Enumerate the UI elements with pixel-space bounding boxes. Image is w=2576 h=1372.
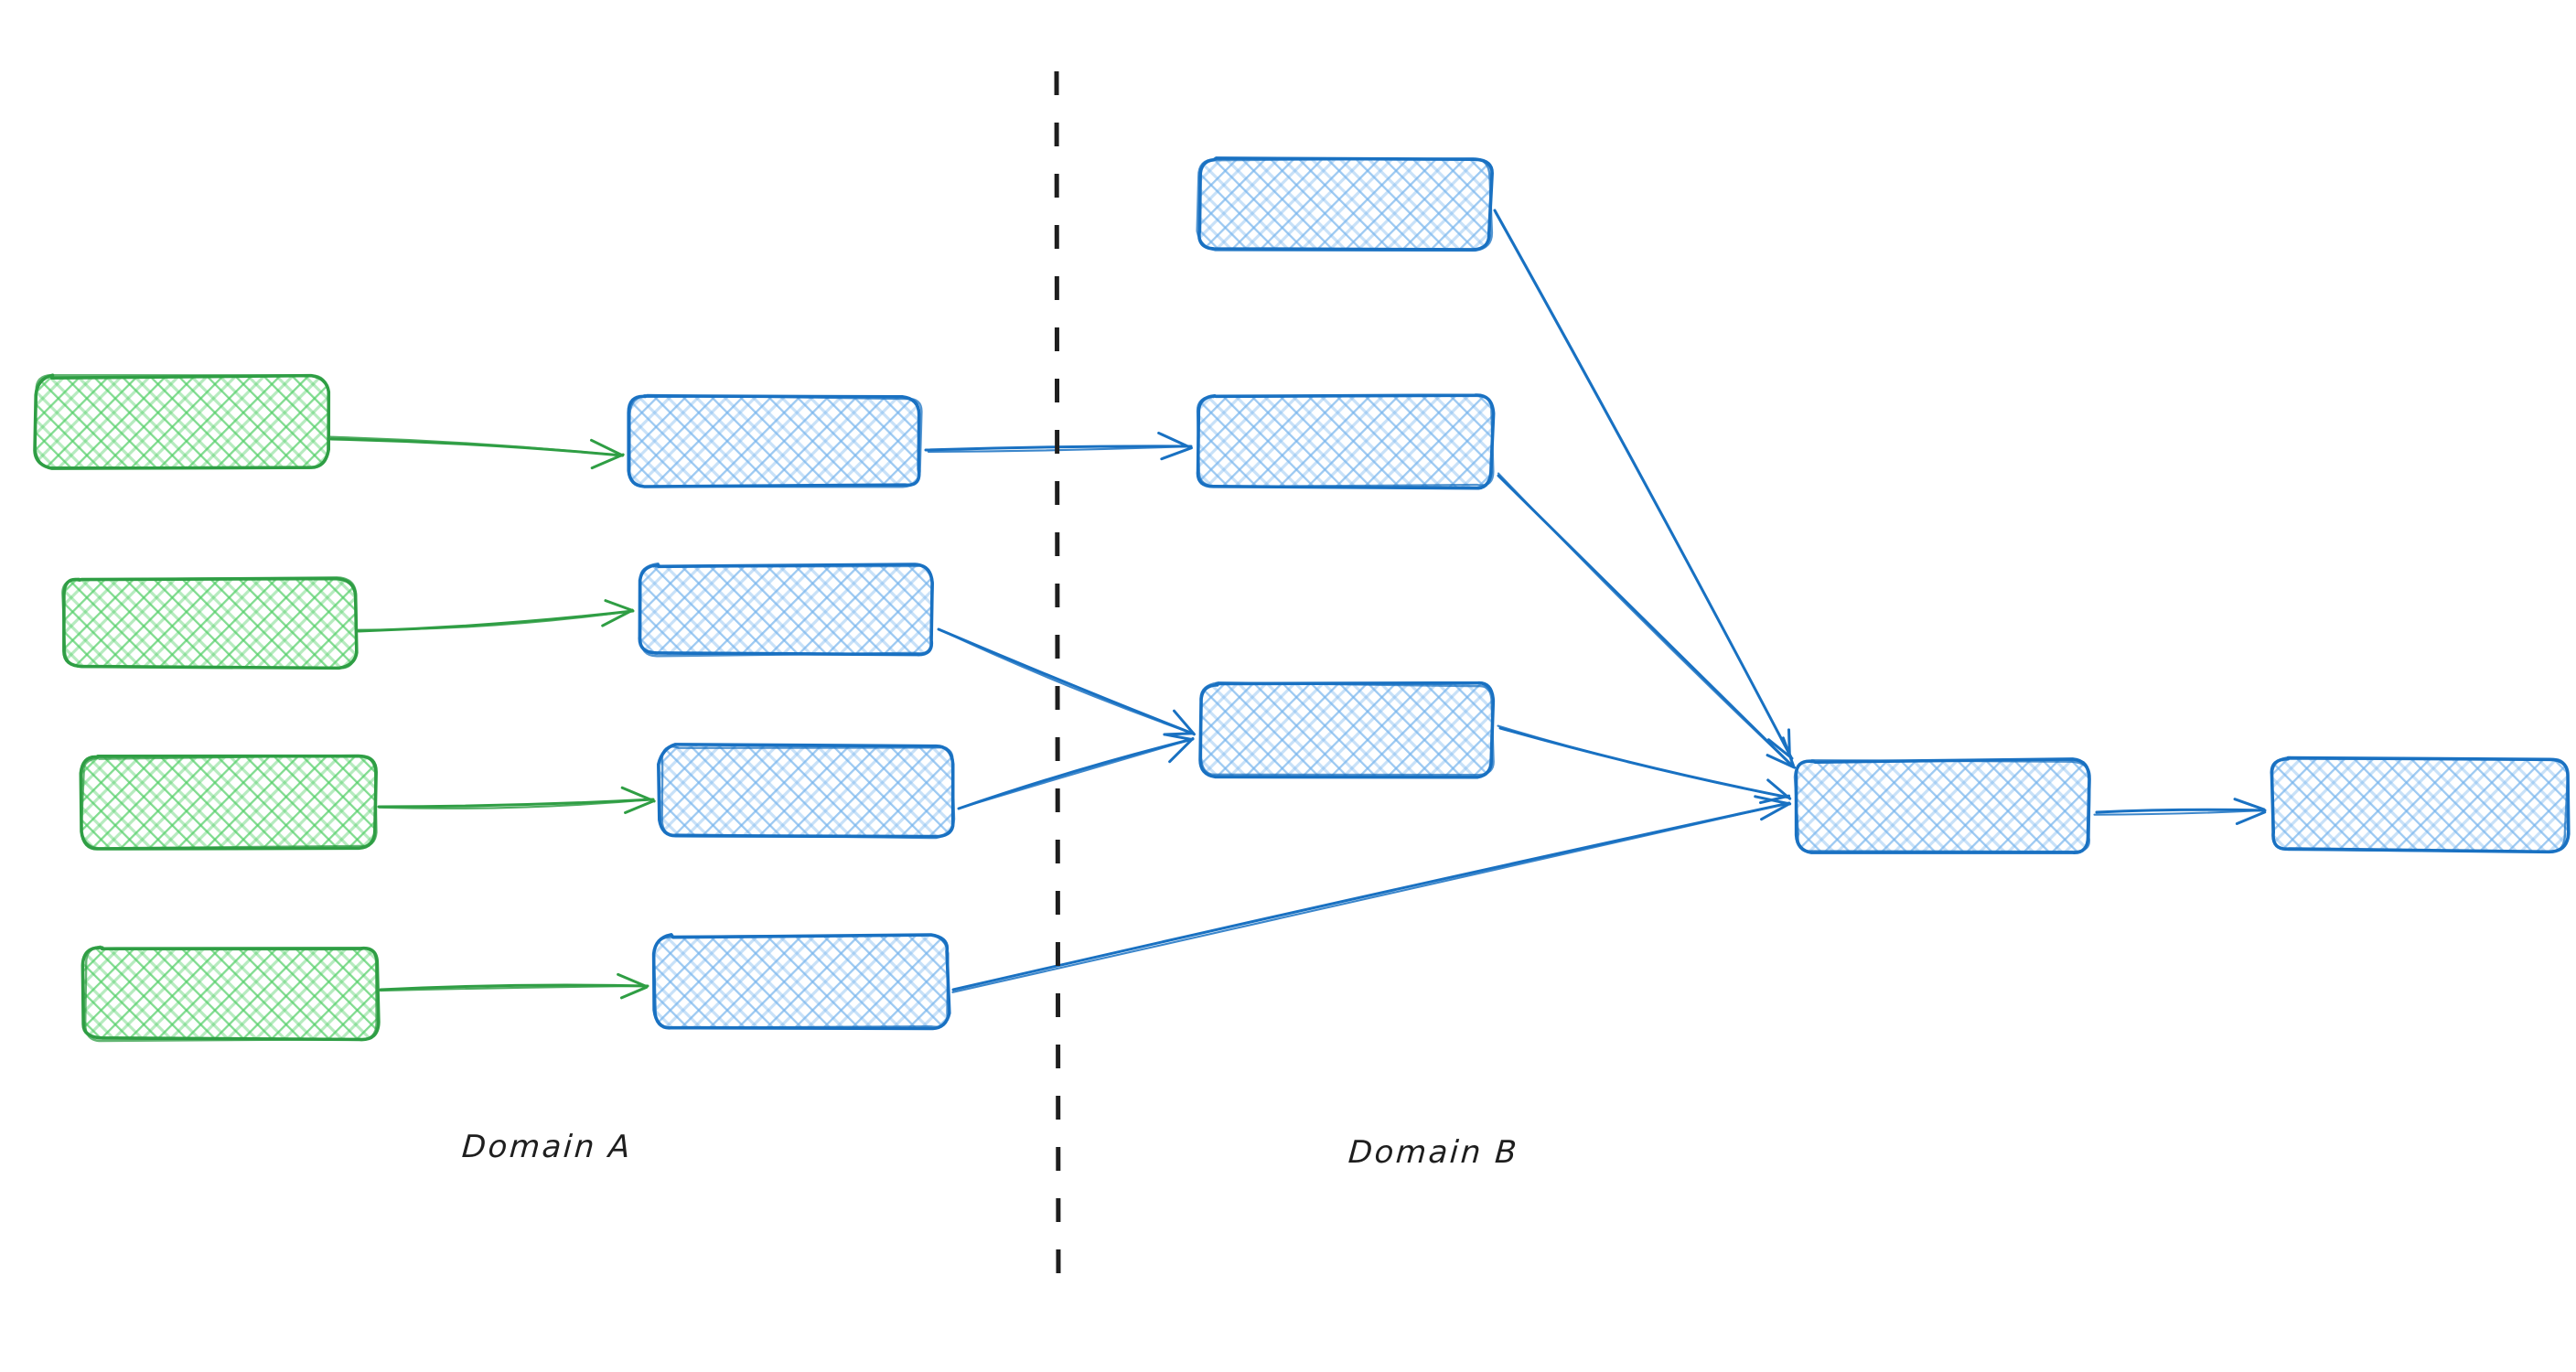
blue-node-box[interactable] bbox=[1198, 681, 1496, 779]
blue-node-box[interactable] bbox=[1196, 156, 1494, 252]
blue-node-box[interactable] bbox=[1196, 393, 1496, 490]
green-node-box[interactable] bbox=[33, 373, 331, 470]
domain-b-label: Domain B bbox=[1347, 1134, 1520, 1171]
domain-a-label: Domain A bbox=[460, 1129, 634, 1165]
blue-node-box[interactable] bbox=[657, 743, 956, 840]
flow-arrow bbox=[379, 972, 649, 1000]
blue-node-box[interactable] bbox=[1793, 757, 2091, 854]
flow-arrow bbox=[957, 733, 1195, 810]
flow-arrow bbox=[356, 599, 635, 633]
green-node-box[interactable] bbox=[80, 945, 381, 1043]
flow-arrow bbox=[1497, 472, 1797, 769]
flow-arrow bbox=[2093, 798, 2267, 825]
green-node-box[interactable] bbox=[79, 754, 378, 851]
blue-node-box[interactable] bbox=[2270, 756, 2571, 854]
flow-arrow bbox=[327, 435, 625, 470]
blue-node-box[interactable] bbox=[651, 933, 951, 1031]
flow-arrow bbox=[1493, 209, 1794, 760]
blue-node-box[interactable] bbox=[638, 562, 934, 658]
green-node-box[interactable] bbox=[61, 576, 359, 670]
flow-arrow bbox=[1497, 724, 1792, 805]
flow-arrow bbox=[377, 786, 656, 814]
flow-arrow bbox=[951, 795, 1792, 993]
flow-arrow bbox=[937, 627, 1196, 736]
blue-node-box[interactable] bbox=[627, 393, 923, 488]
